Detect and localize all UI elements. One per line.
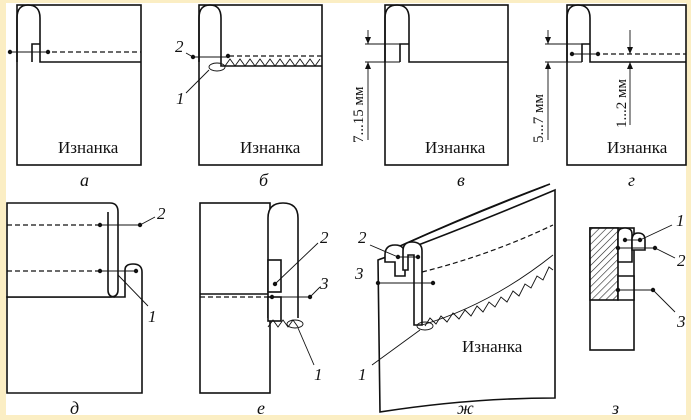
side-label: Изнанка [240, 138, 301, 157]
side-label: Изнанка [462, 337, 523, 356]
callout-1: 1 [148, 307, 157, 326]
callout-2: 2 [677, 251, 686, 270]
caption-b: б [259, 170, 269, 190]
panel-z: 1 2 3 з [589, 211, 686, 418]
panel-e: 2 3 1 е [199, 202, 329, 418]
callout-1: 1 [176, 89, 185, 108]
hatched-section [589, 227, 619, 301]
panel-g: 5...7 мм 1...2 мм Изнанка г [531, 4, 687, 190]
caption-e: е [257, 398, 265, 418]
callout-2: 2 [175, 37, 184, 56]
callout-2: 2 [320, 228, 329, 247]
callout-1: 1 [314, 365, 323, 384]
caption-d: д [70, 398, 79, 418]
panel-zh: 2 3 1 Изнанка ж [354, 183, 556, 418]
dimension-label-1: 5...7 мм [531, 94, 547, 143]
caption-z: з [611, 398, 619, 418]
dimension-label: 7...15 мм [351, 86, 367, 143]
panel-a: Изнанка а [7, 4, 142, 190]
caption-a: а [80, 170, 89, 190]
caption-v: в [457, 170, 465, 190]
caption-g: г [628, 170, 635, 190]
callout-3: 3 [354, 264, 364, 283]
callout-2: 2 [358, 228, 367, 247]
panel-d: 2 1 д [6, 202, 166, 418]
side-label: Изнанка [425, 138, 486, 157]
panel-v: 7...15 мм Изнанка в [351, 4, 509, 190]
callout-1: 1 [358, 365, 367, 384]
side-label: Изнанка [607, 138, 668, 157]
callout-1: 1 [676, 211, 685, 230]
caption-zh: ж [457, 398, 474, 418]
callout-3: 3 [319, 274, 329, 293]
side-label: Изнанка [58, 138, 119, 157]
callout-3: 3 [676, 312, 686, 331]
panel-b: 2 1 Изнанка б [175, 4, 323, 190]
callout-2: 2 [157, 204, 166, 223]
dimension-label-2: 1...2 мм [614, 79, 630, 128]
